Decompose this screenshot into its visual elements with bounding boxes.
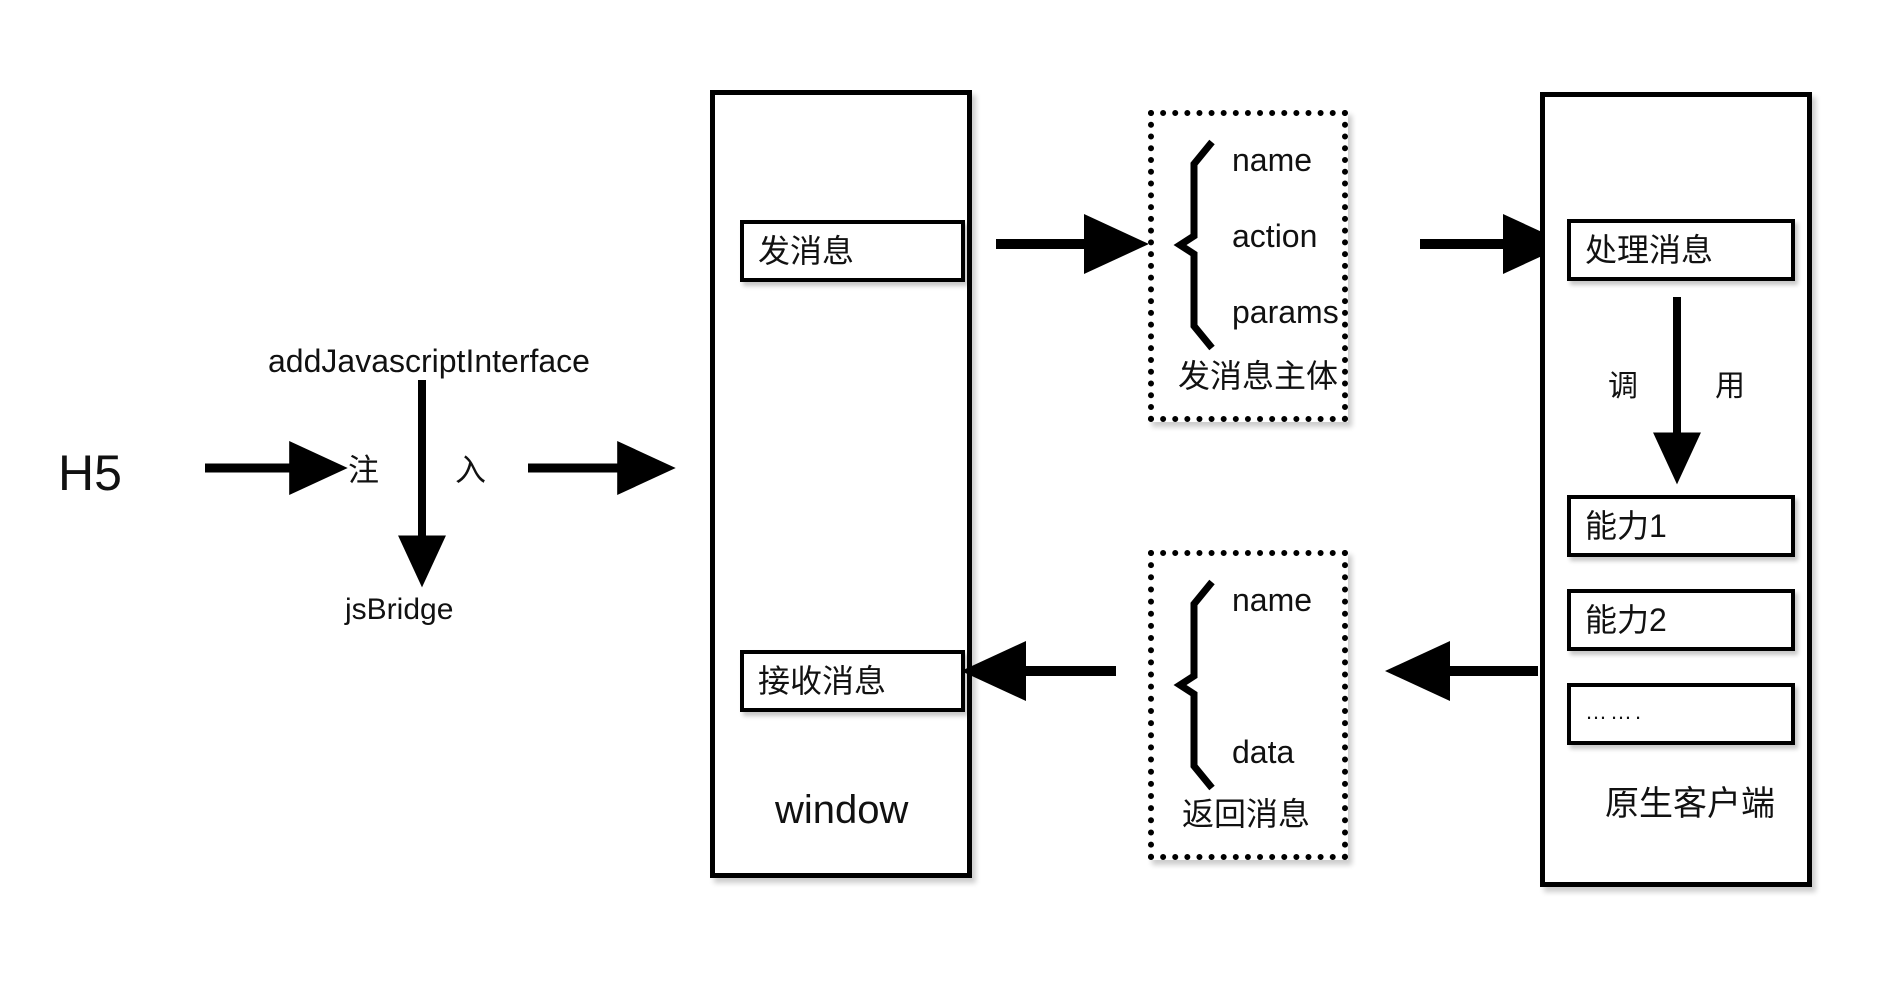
arrow-payload-to-native	[1420, 214, 1568, 274]
brace-icon-return	[1173, 579, 1215, 791]
capability-box-more[interactable]: …….	[1567, 683, 1795, 745]
return-payload-label: 返回消息	[1182, 796, 1311, 832]
send-message-box[interactable]: 发消息	[740, 220, 965, 282]
arrow-h5-to-inject	[205, 441, 348, 495]
send-message-label: 发消息	[758, 233, 855, 269]
capability-label-more: …….	[1585, 699, 1645, 724]
arrow-send-to-payload	[996, 214, 1149, 274]
send-payload-box: name action params 发消息主体	[1148, 110, 1348, 422]
window-panel: 发消息 接收消息 window	[710, 90, 972, 878]
jsbridge-label: jsBridge	[345, 593, 454, 626]
return-field-name: name	[1232, 582, 1313, 618]
arrow-inject-to-window	[528, 441, 676, 495]
arrow-return-to-receive	[961, 641, 1116, 701]
h5-source-label: H5	[58, 445, 122, 501]
brace-icon-send	[1173, 139, 1215, 351]
native-client-panel: 处理消息 调 用 能力1 能力2 ……. 原生客户端	[1540, 92, 1812, 887]
receive-message-box[interactable]: 接收消息	[740, 650, 965, 712]
send-field-action: action	[1232, 218, 1318, 254]
capability-label-2: 能力2	[1585, 602, 1667, 638]
add-javascript-interface-label: addJavascriptInterface	[268, 343, 590, 379]
capability-box-1[interactable]: 能力1	[1567, 495, 1795, 557]
send-field-name: name	[1232, 142, 1313, 178]
capability-box-2[interactable]: 能力2	[1567, 589, 1795, 651]
arrow-inject-down	[398, 380, 446, 588]
call-label-right: 用	[1715, 370, 1745, 403]
capability-label-1: 能力1	[1585, 508, 1667, 544]
call-label-left: 调	[1608, 370, 1638, 403]
send-payload-label: 发消息主体	[1178, 358, 1339, 394]
arrow-call-down	[1653, 297, 1701, 485]
send-field-params: params	[1232, 294, 1339, 330]
arrow-native-to-return	[1385, 641, 1538, 701]
inject-label-right: 入	[455, 453, 486, 488]
return-payload-box: name data 返回消息	[1148, 550, 1348, 860]
native-client-label: 原生客户端	[1605, 785, 1775, 823]
receive-message-label: 接收消息	[758, 663, 887, 699]
return-field-data: data	[1232, 734, 1295, 770]
inject-label-left: 注	[348, 453, 379, 488]
handle-message-label: 处理消息	[1585, 232, 1714, 268]
handle-message-box[interactable]: 处理消息	[1567, 219, 1795, 281]
window-panel-label: window	[775, 788, 909, 832]
